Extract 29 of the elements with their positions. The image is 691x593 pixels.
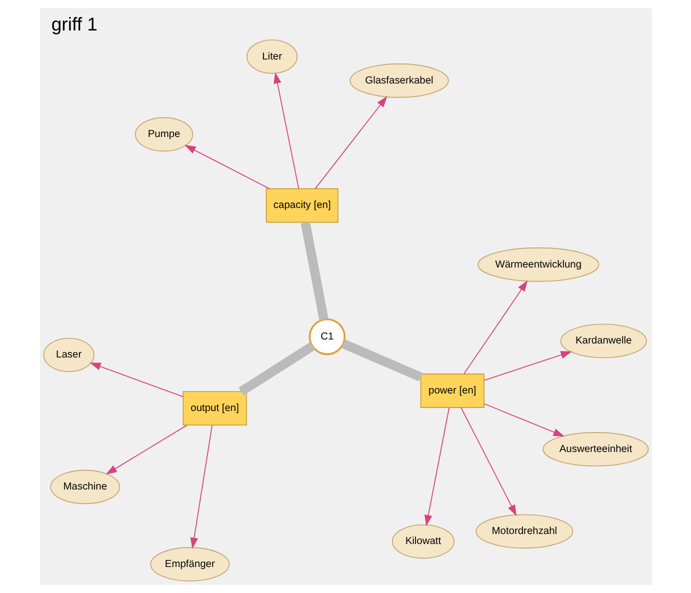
arrow xyxy=(483,351,572,381)
arrow xyxy=(273,72,299,190)
node-box: output [en] xyxy=(182,391,246,426)
arrow xyxy=(314,96,387,190)
node-ellipse: Motordrehzahl xyxy=(475,514,573,549)
node-ellipse: Liter xyxy=(246,39,298,74)
connector xyxy=(300,222,328,320)
node-ellipse: Kilowatt xyxy=(391,524,454,559)
arrow xyxy=(89,362,184,398)
arrow xyxy=(190,424,212,549)
arrow xyxy=(462,280,528,374)
connector xyxy=(238,342,314,396)
diagram-title: griff 1 xyxy=(50,14,98,35)
node-ellipse: Auswerteeinheit xyxy=(542,432,648,466)
node-ellipse: Glasfaserkabel xyxy=(349,63,448,98)
node-ellipse: Wärmeentwicklung xyxy=(477,247,599,282)
node-ellipse: Empfänger xyxy=(150,547,230,582)
arrow xyxy=(460,407,516,516)
arrow xyxy=(483,403,564,436)
arrow xyxy=(105,424,187,474)
node-ellipse: Pumpe xyxy=(134,117,193,152)
node-ellipse: Laser xyxy=(42,338,94,372)
arrow xyxy=(424,407,450,526)
node-box: capacity [en] xyxy=(265,188,338,223)
connector xyxy=(340,339,422,382)
arrow xyxy=(184,144,270,190)
node-ellipse: Maschine xyxy=(50,470,120,504)
node-circle: C1 xyxy=(308,318,346,356)
node-box: power [en] xyxy=(420,374,484,408)
